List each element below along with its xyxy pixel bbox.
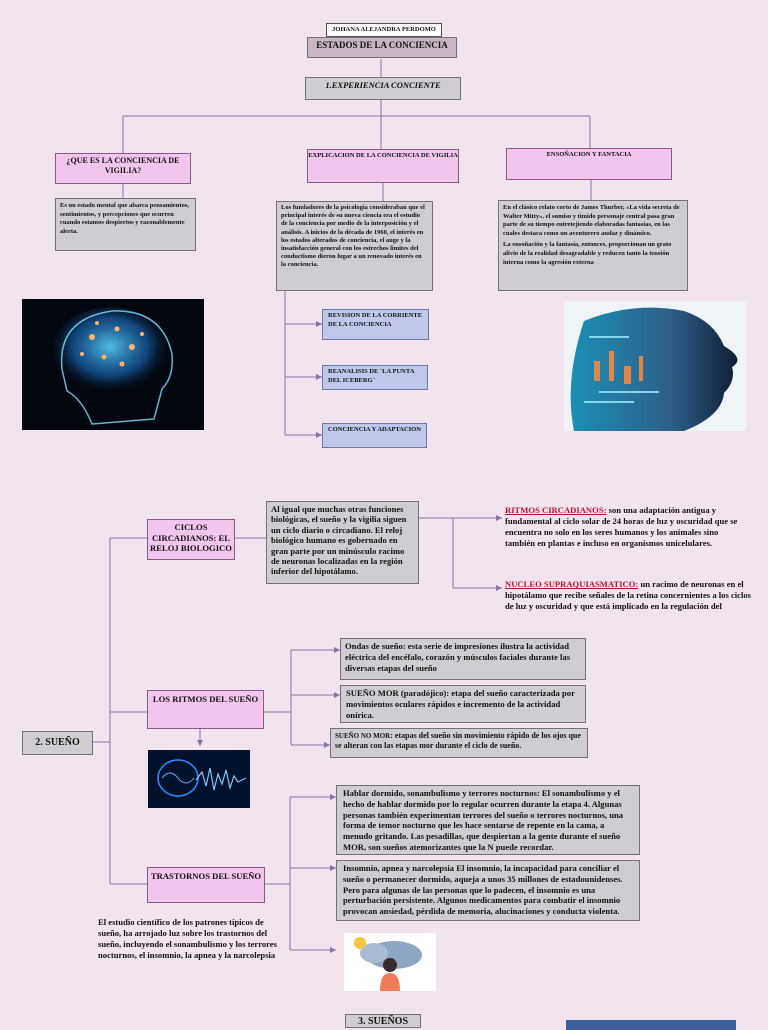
section1-title: 1.EXPERIENCIA CONCIENTE xyxy=(305,77,461,100)
sueno-no-mor-desc: : etapas del sueño sin movimiento rápido… xyxy=(335,731,581,750)
nucleo-supraquiasmatico-term: NUCLEO SUPRAQUIASMATICO: xyxy=(505,579,639,589)
ondas-sueno-text: Ondas de sueño: esta serie de impresione… xyxy=(340,638,586,680)
hablar-dormido-text: Hablar dormido, sonambulismo y terrores … xyxy=(336,785,640,855)
estudio-cientifico-text: El estudio científico de los patrones tí… xyxy=(98,917,277,960)
brainwave-image xyxy=(148,750,250,808)
brain-xray-image xyxy=(22,299,204,430)
sueno-no-mor-text: SUEÑO NO MOR: etapas del sueño sin movim… xyxy=(330,728,588,758)
section3-box xyxy=(566,1020,736,1030)
ciclos-title: CICLOS CIRCADIANOS: EL RELOJ BIOLOGICO xyxy=(147,519,235,560)
sub-revision: REVISION DE LA CORRIENTE DE LA CONCIENCI… xyxy=(322,309,429,340)
nucleo-supraquiasmatico-desc: un racimo de neuronas en el hipotálamo q… xyxy=(505,579,752,611)
ritmos-circadianos-desc: son una adaptación antigua y fundamental… xyxy=(505,505,738,548)
section2-title: 2. SUEÑO xyxy=(22,731,93,755)
sub-adaptacion: CONCIENCIA Y ADAPTACION xyxy=(322,423,427,448)
ensonacion-text-2: La ensoñación y la fantasía, entonces, p… xyxy=(503,241,672,266)
sueno-no-mor-term: SUEÑO NO MOR xyxy=(335,732,391,740)
ciclos-text: Al igual que muchas otras funciones biol… xyxy=(266,501,419,584)
ritmos-circadianos-text: RITMOS CIRCADIANOS: son una adaptación a… xyxy=(505,505,750,549)
sueno-mor-text: SUEÑO MOR (paradójico): etapa del sueño … xyxy=(340,685,586,723)
explicacion-text: Los fundadores de la psicología consider… xyxy=(276,201,433,291)
nucleo-supraquiasmatico-text: NUCLEO SUPRAQUIASMATICO: un racimo de ne… xyxy=(505,579,758,612)
explicacion-title: EXPLICACION DE LA CONCIENCIA DE VIGILIA xyxy=(307,149,459,183)
digital-face-image xyxy=(564,301,746,431)
section3-title: 3. SUEÑOS xyxy=(345,1014,421,1028)
sub-reanalisis: REANALISIS DE ¨LA PUNTA DEL ICEBERG¨ xyxy=(322,365,428,390)
insomnio-text: Insomnio, apnea y narcolepsia El insomni… xyxy=(336,860,640,921)
ensonacion-title: ENSOÑACION Y FANTACIA xyxy=(506,148,672,180)
ensonacion-text: En el clásico relato corto de James Thur… xyxy=(498,200,688,291)
trastornos-title: TRASTORNOS DEL SUEÑO xyxy=(147,867,265,903)
que-es-text: Es un estado mental que abarca pensamien… xyxy=(55,198,196,251)
ensonacion-text-1: En el clásico relato corto de James Thur… xyxy=(503,204,680,237)
ritmos-sueno-title: LOS RITMOS DEL SUEÑO xyxy=(147,690,264,729)
insomnia-illustration xyxy=(344,933,436,991)
main-title: ESTADOS DE LA CONCIENCIA xyxy=(307,37,457,58)
author-name: JOHANA ALEJANDRA PERDOMO LOPEZ xyxy=(326,23,442,45)
ritmos-circadianos-term: RITMOS CIRCADIANOS: xyxy=(505,505,607,515)
que-es-title: ¿QUE ES LA CONCIENCIA DE VIGILIA? xyxy=(55,153,191,184)
